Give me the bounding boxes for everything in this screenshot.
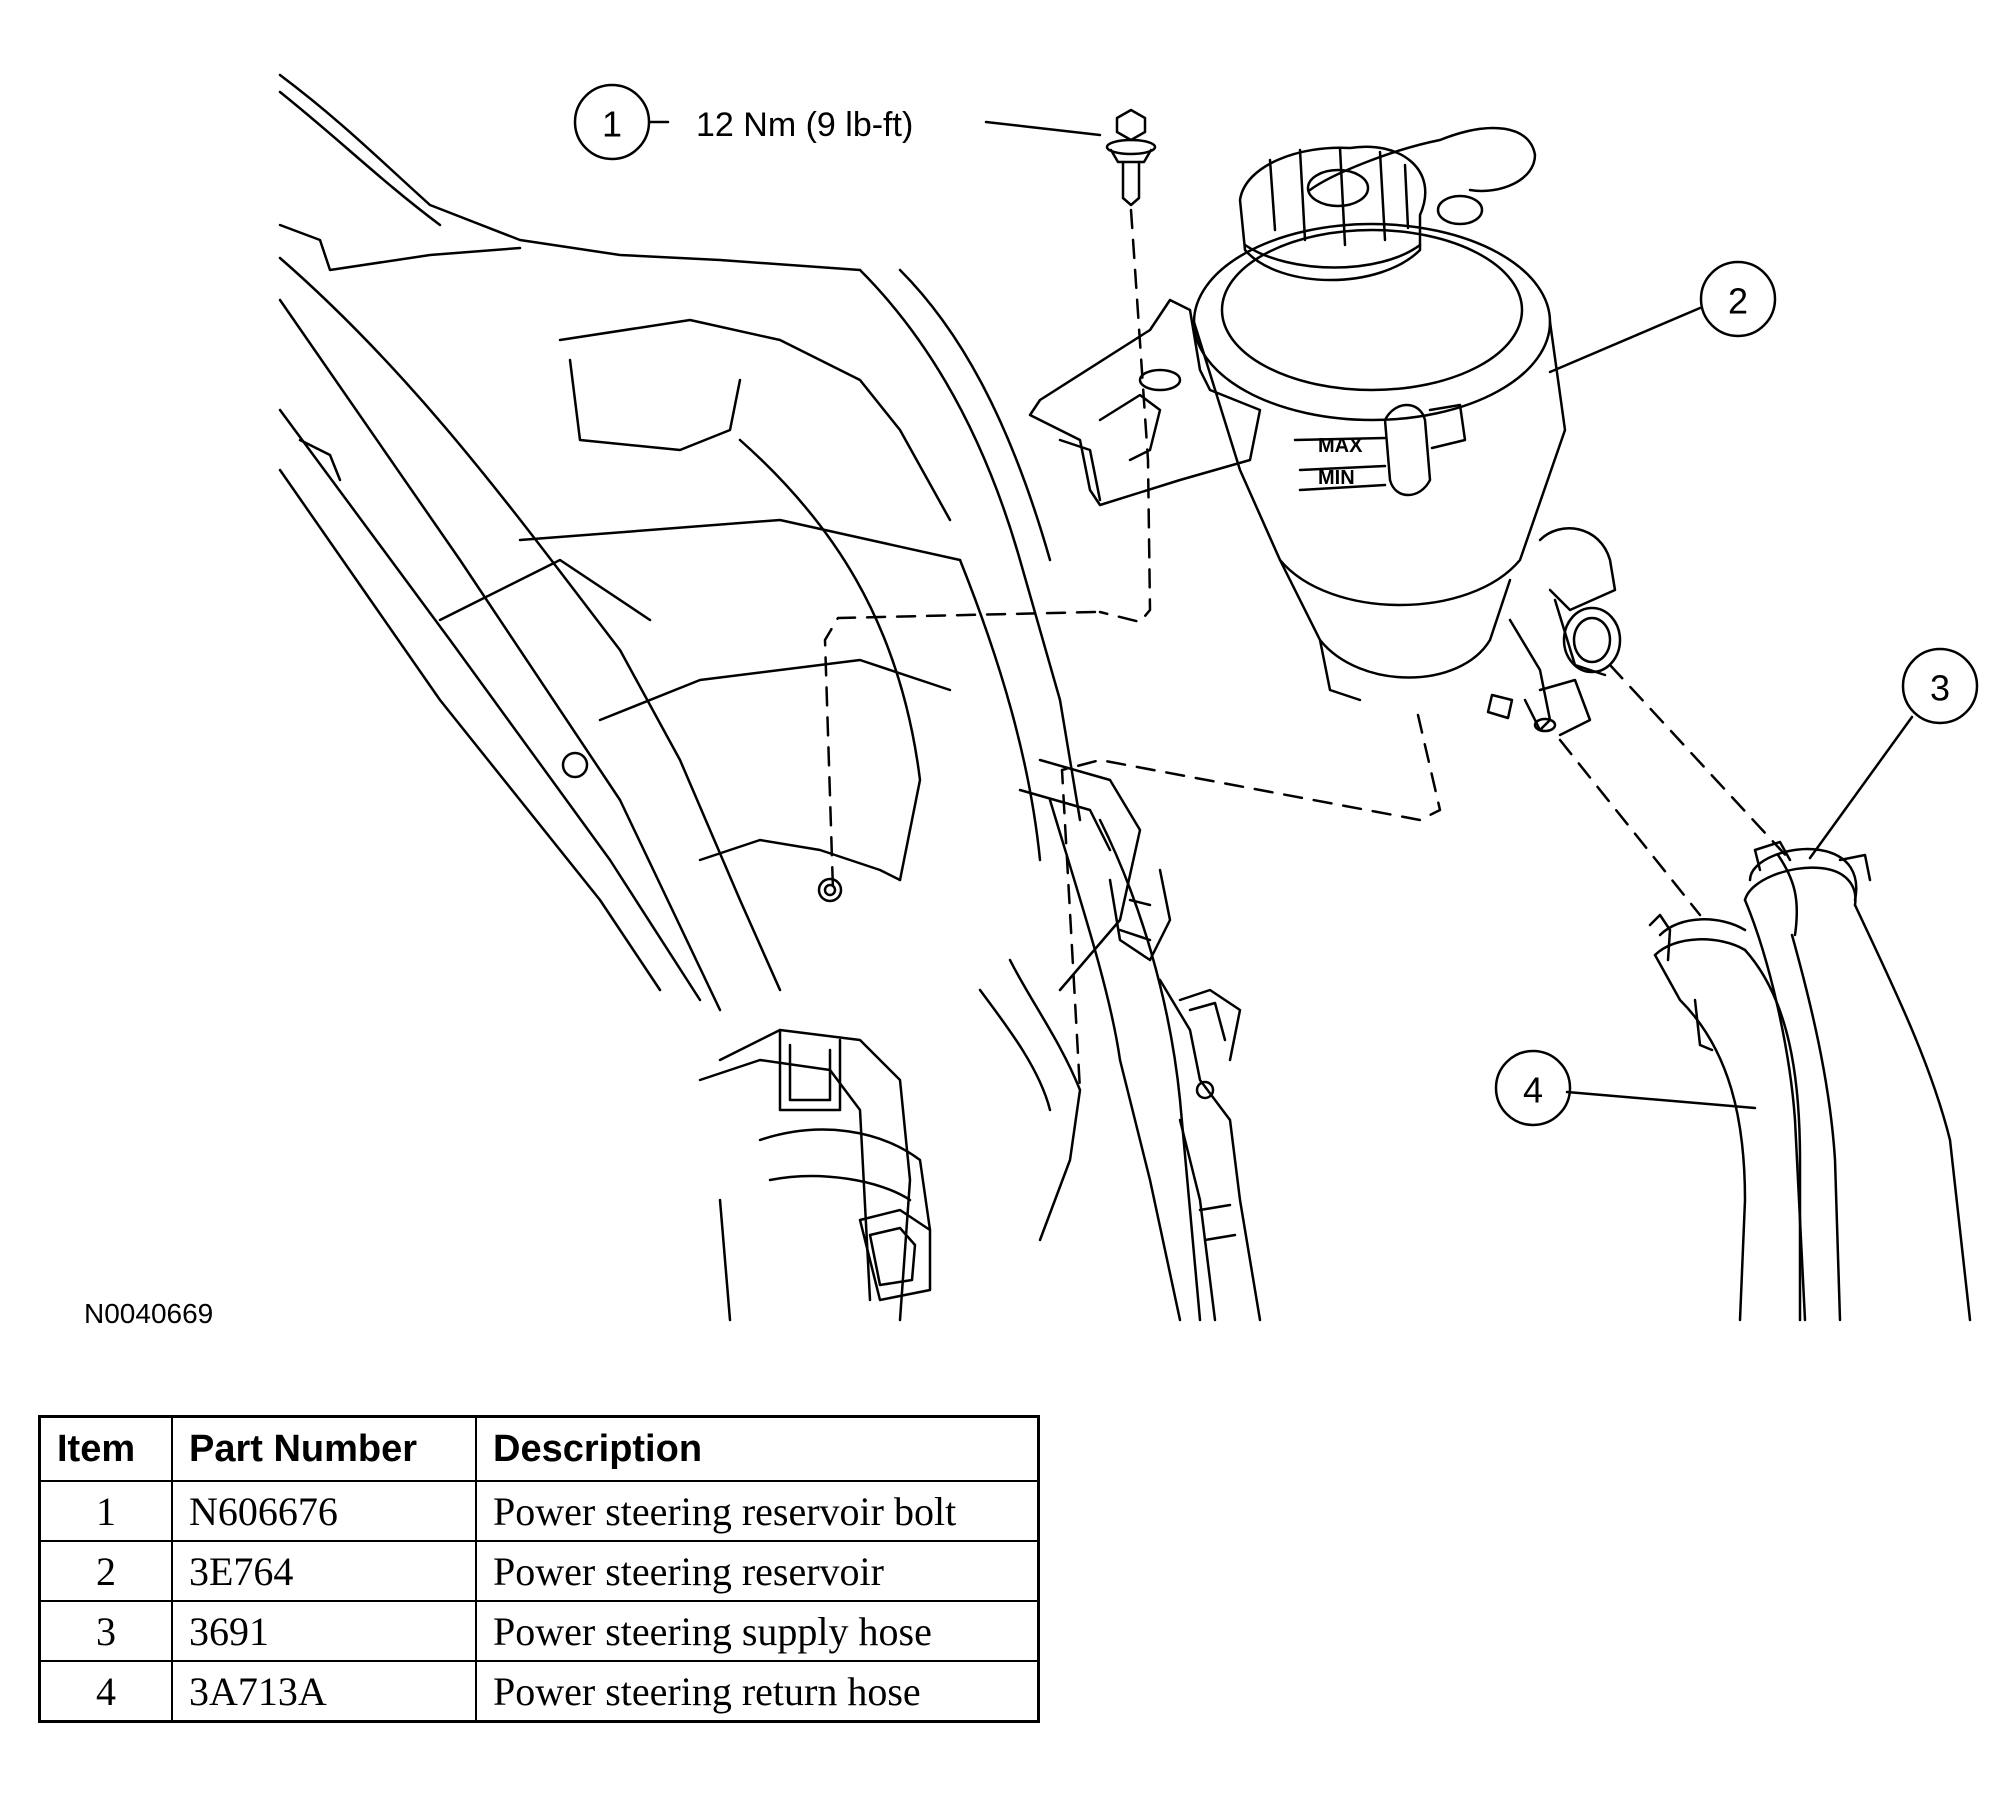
row-item: 4 — [38, 1660, 173, 1723]
table-row: 3 3691 Power steering supply hose — [38, 1600, 1040, 1662]
row-description: Power steering reservoir bolt — [475, 1480, 1040, 1542]
callout-1-torque: 12 Nm (9 lb-ft) — [696, 106, 913, 144]
row-description: Power steering reservoir — [475, 1540, 1040, 1602]
header-item: Item — [38, 1415, 173, 1482]
callout-1-number: 1 — [602, 104, 622, 145]
row-item: 1 — [38, 1480, 173, 1542]
row-part-number: 3E764 — [171, 1540, 477, 1602]
callout-1-circle — [573, 83, 651, 161]
reservoir-bolt — [1105, 108, 1157, 207]
reservoir-max-mark: MAX — [1318, 435, 1363, 457]
row-part-number: N606676 — [171, 1480, 477, 1542]
callout-3-circle — [1901, 647, 1979, 725]
supply-hose — [1743, 840, 1972, 1322]
header-part-number: Part Number — [171, 1415, 477, 1482]
callout-2-leader — [1548, 306, 1702, 374]
row-item: 2 — [38, 1540, 173, 1602]
callout-2-circle — [1699, 260, 1777, 338]
parts-table: Item Part Number Description 1 N606676 P… — [38, 1415, 1040, 1723]
callout-4-leader — [1565, 1090, 1757, 1110]
table-row: 1 N606676 Power steering reservoir bolt — [38, 1480, 1040, 1542]
table-row: 2 3E764 Power steering reservoir — [38, 1540, 1040, 1602]
callout-3-leader — [1808, 715, 1914, 860]
row-part-number: 3A713A — [171, 1660, 477, 1723]
table-header-row: Item Part Number Description — [38, 1415, 1040, 1482]
reservoir-min-mark: MIN — [1318, 467, 1355, 489]
callout-2-number: 2 — [1728, 281, 1748, 322]
callout-4-number: 4 — [1523, 1070, 1543, 1111]
power-steering-reservoir — [1028, 126, 1622, 737]
header-description: Description — [475, 1415, 1040, 1482]
callout-3-number: 3 — [1930, 668, 1950, 709]
table-row: 4 3A713A Power steering return hose — [38, 1660, 1040, 1723]
radiator-shroud-assembly — [278, 73, 1262, 1322]
row-description: Power steering supply hose — [475, 1600, 1040, 1662]
row-part-number: 3691 — [171, 1600, 477, 1662]
row-item: 3 — [38, 1600, 173, 1662]
assembly-lines — [823, 208, 1792, 1092]
callout-1-torque-leader — [984, 120, 1102, 137]
row-description: Power steering return hose — [475, 1660, 1040, 1723]
figure-id: N0040669 — [84, 1298, 214, 1329]
return-hose — [1648, 913, 1802, 1322]
exploded-view-illustration: MAX MIN 1 12 Nm (9 lb-ft) 2 3 4 — [278, 73, 1979, 1322]
callout-4-circle — [1494, 1049, 1572, 1127]
